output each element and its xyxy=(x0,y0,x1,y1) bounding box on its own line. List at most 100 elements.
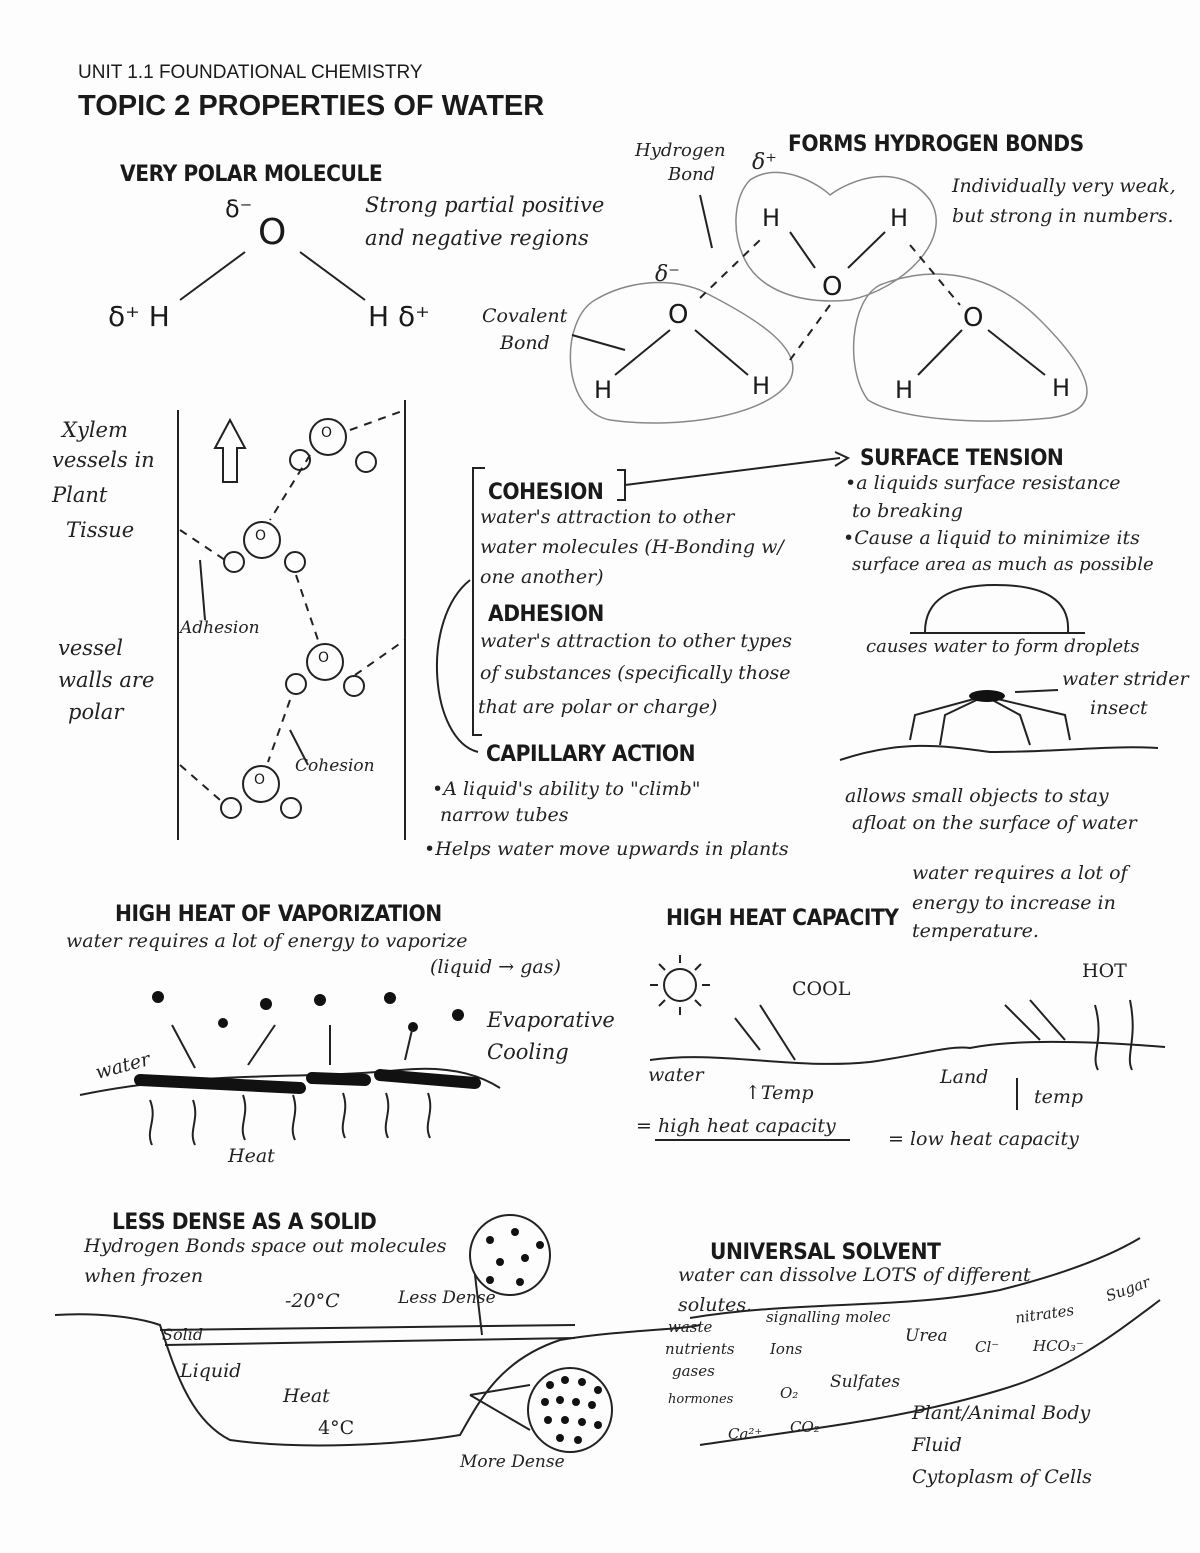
surface-bullet-2b: surface area as much as possible xyxy=(852,554,1154,575)
strider-body xyxy=(969,690,1005,702)
cohesion-bracket xyxy=(472,467,485,736)
vaporization-title: HIGH HEAT OF VAPORIZATION xyxy=(115,902,442,927)
density-text-2: when frozen xyxy=(84,1265,204,1287)
body-fluid-3: Cytoplasm of Cells xyxy=(912,1466,1092,1488)
cold-temp-label: -20°C xyxy=(285,1290,340,1312)
delta-plus-label: δ⁺ xyxy=(752,150,777,175)
bond-left-b xyxy=(694,329,749,376)
lake-basin xyxy=(54,1313,701,1447)
molecules-more-dense xyxy=(541,1376,602,1444)
surface-tension-title: SURFACE TENSION xyxy=(860,446,1064,471)
cohesion-text-2: water molecules (H-Bonding w/ xyxy=(480,536,784,558)
body-fluid-1: Plant/Animal Body xyxy=(912,1402,1091,1424)
less-dense-zoom xyxy=(469,1214,551,1296)
surface-bullet-1a: •a liquids surface resistance xyxy=(845,472,1121,494)
density-text-1: Hydrogen Bonds space out molecules xyxy=(84,1235,447,1257)
solute-cl: Cl⁻ xyxy=(975,1338,1000,1356)
polar-note-2: and negative regions xyxy=(365,226,589,250)
heatcap-text-1: water requires a lot of xyxy=(912,862,1128,884)
solvent-text-2: solutes. xyxy=(678,1294,753,1316)
solute-urea: Urea xyxy=(905,1326,948,1346)
xylem-o: O xyxy=(321,425,333,441)
bond-right-b xyxy=(987,329,1046,376)
hbond-arrow xyxy=(699,194,713,249)
droplet xyxy=(924,583,1070,633)
land-label: Land xyxy=(940,1066,989,1088)
less-dense-label: Less Dense xyxy=(398,1288,496,1308)
polar-note-1: Strong partial positive xyxy=(365,193,605,217)
solvent-line-bottom xyxy=(699,1299,1161,1446)
left-hydrogen: δ⁺ H xyxy=(108,300,170,333)
solvent-title: UNIVERSAL SOLVENT xyxy=(710,1240,941,1265)
strider-label-2: insect xyxy=(1090,697,1148,719)
page-title: TOPIC 2 PROPERTIES OF WATER xyxy=(78,90,545,122)
solute-waste: waste xyxy=(668,1318,713,1336)
solute-gases: gases xyxy=(672,1362,715,1380)
atom-o: O xyxy=(963,303,984,333)
molecule-blob-left xyxy=(569,281,794,424)
hbond-label-1: Hydrogen xyxy=(635,140,726,161)
more-dense-zoom xyxy=(527,1367,613,1453)
hbond-label-2: Bond xyxy=(668,164,716,185)
capillary-title: CAPILLARY ACTION xyxy=(486,742,696,767)
temp-up-label: ↑Temp xyxy=(745,1082,814,1104)
surface-tension-arrow xyxy=(624,457,841,486)
capillary-bullet-1b: narrow tubes xyxy=(440,804,569,826)
vapor-droplets xyxy=(152,991,464,1032)
vapor-heat-label: Heat xyxy=(228,1145,275,1167)
hot-label: HOT xyxy=(1082,960,1127,982)
hbond-dash-2 xyxy=(789,304,831,361)
solute-hco3: HCO₃⁻ xyxy=(1033,1337,1084,1355)
solid-label: Solid xyxy=(162,1325,204,1344)
surface-bullet-2a: •Cause a liquid to minimize its xyxy=(843,527,1140,549)
delta-minus-label: δ⁻ xyxy=(225,195,253,223)
capillary-bullet-2: •Helps water move upwards in plants xyxy=(424,838,789,860)
heat-capacity-title: HIGH HEAT CAPACITY xyxy=(666,906,899,931)
xylem-o: O xyxy=(255,528,267,544)
float-text-1: allows small objects to stay xyxy=(845,785,1109,807)
molecule-blob-right xyxy=(852,273,1088,422)
molecule-blob-top xyxy=(735,171,937,302)
solute-signalling: signalling molec xyxy=(766,1308,891,1326)
solute-o2: O₂ xyxy=(780,1384,799,1402)
delta-minus-label-2: δ⁻ xyxy=(655,262,680,287)
polar-bond-right xyxy=(299,251,366,301)
vaporization-text-2: (liquid → gas) xyxy=(430,956,561,978)
cohesion-text-3: one another) xyxy=(480,566,604,588)
hbond-note-1: Individually very weak, xyxy=(952,175,1176,197)
solute-sulfates: Sulfates xyxy=(830,1372,901,1392)
body-fluid-2: Fluid xyxy=(912,1434,962,1456)
sun-icon xyxy=(663,968,697,1002)
xylem-label-4: Tissue xyxy=(66,518,135,542)
atom-h: H xyxy=(890,204,909,232)
atom-h: H xyxy=(762,204,781,232)
xylem-o: O xyxy=(318,650,330,666)
xylem-label-3: Plant xyxy=(52,483,108,507)
atom-h: H xyxy=(895,376,914,404)
density-heat-label: Heat xyxy=(283,1385,330,1407)
bond-top-b xyxy=(847,231,886,269)
solute-ions: Ions xyxy=(770,1340,803,1358)
low-capacity-label: = low heat capacity xyxy=(888,1128,1079,1150)
adhesion-title: ADHESION xyxy=(488,602,604,627)
adhesion-text-1: water's attraction to other types xyxy=(480,630,792,652)
covalent-label-2: Bond xyxy=(500,332,550,354)
xylem-molecule xyxy=(285,643,365,697)
evaporative-label-2: Cooling xyxy=(487,1040,569,1064)
heatcap-text-2: energy to increase in xyxy=(912,892,1116,914)
hbond-dash-3 xyxy=(909,244,961,306)
bond-left-a xyxy=(614,329,671,376)
xylem-label-2: vessels in xyxy=(52,448,155,472)
adhesion-label: Adhesion xyxy=(180,618,260,638)
oxygen-atom: O xyxy=(258,212,287,253)
vessel-walls-3: polar xyxy=(68,700,124,724)
polar-bond-left xyxy=(179,251,246,301)
strider-label-1: water strider xyxy=(1062,668,1189,690)
right-hydrogen: H δ⁺ xyxy=(368,300,430,333)
vessel-walls-1: vessel xyxy=(58,636,123,660)
atom-h: H xyxy=(594,376,613,404)
vaporization-text-1: water requires a lot of energy to vapori… xyxy=(66,930,468,952)
molecules-less-dense xyxy=(486,1228,544,1286)
solute-co2: CO₂ xyxy=(790,1418,820,1436)
hbond-note-2: but strong in numbers. xyxy=(952,205,1174,227)
